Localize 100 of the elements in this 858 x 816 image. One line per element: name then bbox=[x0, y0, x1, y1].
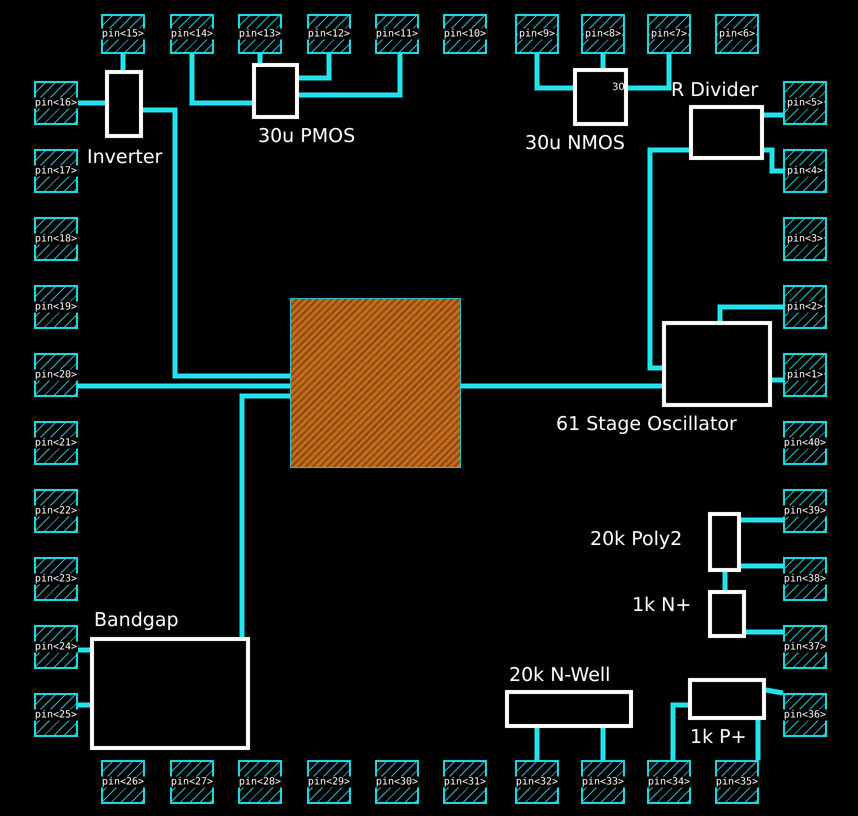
bond-pad bbox=[238, 760, 282, 804]
bond-pad bbox=[783, 285, 827, 329]
bond-pad bbox=[515, 760, 559, 804]
metal-wire bbox=[746, 630, 783, 634]
pin-label: pin<30> bbox=[374, 776, 420, 788]
metal-wire bbox=[534, 54, 573, 90]
metal-wire bbox=[78, 702, 90, 708]
bond-pad bbox=[715, 14, 759, 54]
metal-wire bbox=[299, 54, 332, 80]
block-label: 61 Stage Oscillator bbox=[556, 413, 737, 435]
pin-label: pin<1> bbox=[786, 370, 824, 380]
pin-label: pin<17> bbox=[34, 166, 78, 176]
bond-pad bbox=[783, 217, 827, 261]
pin-label: pin<26> bbox=[100, 776, 146, 788]
block-label: 1k N+ bbox=[632, 594, 692, 616]
bond-pad bbox=[34, 693, 78, 737]
pin-label: pin<31> bbox=[442, 776, 488, 788]
metal-wire bbox=[741, 518, 783, 522]
metal-wire bbox=[628, 54, 672, 90]
bond-pad bbox=[34, 149, 78, 193]
pin-label: pin<39> bbox=[782, 506, 828, 516]
pin-label: pin<25> bbox=[34, 710, 78, 720]
bond-pad bbox=[375, 14, 419, 54]
metal-wire bbox=[78, 384, 290, 388]
metal-wire bbox=[78, 100, 105, 106]
metal-wire bbox=[143, 108, 290, 378]
metal-wire bbox=[722, 572, 728, 590]
block-label: 30u PMOS bbox=[258, 125, 356, 147]
pin-label: pin<8> bbox=[584, 28, 622, 40]
bond-pad bbox=[34, 217, 78, 261]
bond-pad bbox=[443, 760, 487, 804]
pin-label: pin<23> bbox=[34, 574, 78, 584]
metal-wire bbox=[190, 54, 252, 106]
bond-pad bbox=[34, 81, 78, 125]
pin-label: pin<35> bbox=[714, 776, 760, 788]
metal-wire bbox=[461, 384, 662, 388]
pin-label: pin<2> bbox=[786, 302, 824, 312]
metal-wire bbox=[756, 720, 760, 760]
metal-wire bbox=[718, 304, 783, 321]
bond-pad bbox=[783, 149, 827, 193]
block-label: Bandgap bbox=[94, 609, 179, 631]
bond-pad bbox=[34, 557, 78, 601]
pin-label: pin<33> bbox=[580, 776, 626, 788]
pin-label: pin<10> bbox=[442, 28, 488, 40]
pin-label: pin<20> bbox=[34, 370, 78, 380]
block-label: 1k P+ bbox=[690, 726, 747, 748]
bond-pad bbox=[34, 421, 78, 465]
pin-label: pin<37> bbox=[782, 642, 828, 652]
bond-pad bbox=[783, 693, 827, 737]
block-label: 20k Poly2 bbox=[590, 528, 682, 550]
bond-pad bbox=[34, 353, 78, 397]
metal-wire bbox=[240, 394, 290, 637]
pin-label: pin<21> bbox=[34, 438, 78, 448]
pin-label: pin<11> bbox=[374, 28, 420, 40]
metal-wire bbox=[741, 564, 783, 568]
bond-pad bbox=[238, 14, 282, 54]
metal-wire bbox=[258, 54, 262, 63]
metal-wire bbox=[766, 688, 784, 696]
bond-pad bbox=[34, 489, 78, 533]
metal-wire bbox=[772, 378, 783, 382]
bond-pad bbox=[34, 625, 78, 669]
metal-wire bbox=[600, 54, 606, 68]
bond-pad bbox=[307, 14, 351, 54]
pin-label: pin<16> bbox=[34, 98, 78, 108]
bond-pad bbox=[581, 760, 625, 804]
size-label: 30 bbox=[612, 82, 625, 93]
metal-wire bbox=[764, 148, 783, 174]
pin-label: pin<5> bbox=[786, 98, 824, 108]
pin-label: pin<24> bbox=[34, 642, 78, 652]
pin-label: pin<40> bbox=[782, 438, 828, 448]
metal-plate bbox=[290, 298, 461, 468]
pin-label: pin<22> bbox=[34, 506, 78, 516]
metal-wire bbox=[534, 728, 540, 760]
pin-label: pin<18> bbox=[34, 234, 78, 244]
pin-label: pin<6> bbox=[718, 28, 756, 40]
block-label: 20k N-Well bbox=[509, 664, 610, 686]
pin-label: pin<15> bbox=[100, 28, 146, 40]
metal-wire bbox=[648, 148, 689, 370]
bond-pad bbox=[581, 14, 625, 54]
bond-pad bbox=[783, 421, 827, 465]
bond-pad bbox=[170, 14, 214, 54]
bond-pad bbox=[307, 760, 351, 804]
bond-pad bbox=[783, 81, 827, 125]
pin-label: pin<19> bbox=[34, 302, 78, 312]
bond-pad bbox=[647, 760, 691, 804]
metal-wire bbox=[78, 648, 90, 652]
bond-pad bbox=[101, 760, 145, 804]
bond-pad bbox=[34, 285, 78, 329]
bond-pad bbox=[783, 353, 827, 397]
pin-label: pin<14> bbox=[170, 28, 214, 40]
metal-wire bbox=[299, 54, 402, 98]
bond-pad bbox=[783, 489, 827, 533]
pin-label: pin<27> bbox=[170, 776, 214, 788]
block-label: R Divider bbox=[671, 79, 758, 101]
pin-label: pin<29> bbox=[306, 776, 352, 788]
pin-label: pin<3> bbox=[786, 234, 824, 244]
pin-label: pin<4> bbox=[786, 166, 824, 176]
pin-label: pin<32> bbox=[514, 776, 560, 788]
bond-pad bbox=[647, 14, 691, 54]
bond-pad bbox=[101, 14, 145, 54]
